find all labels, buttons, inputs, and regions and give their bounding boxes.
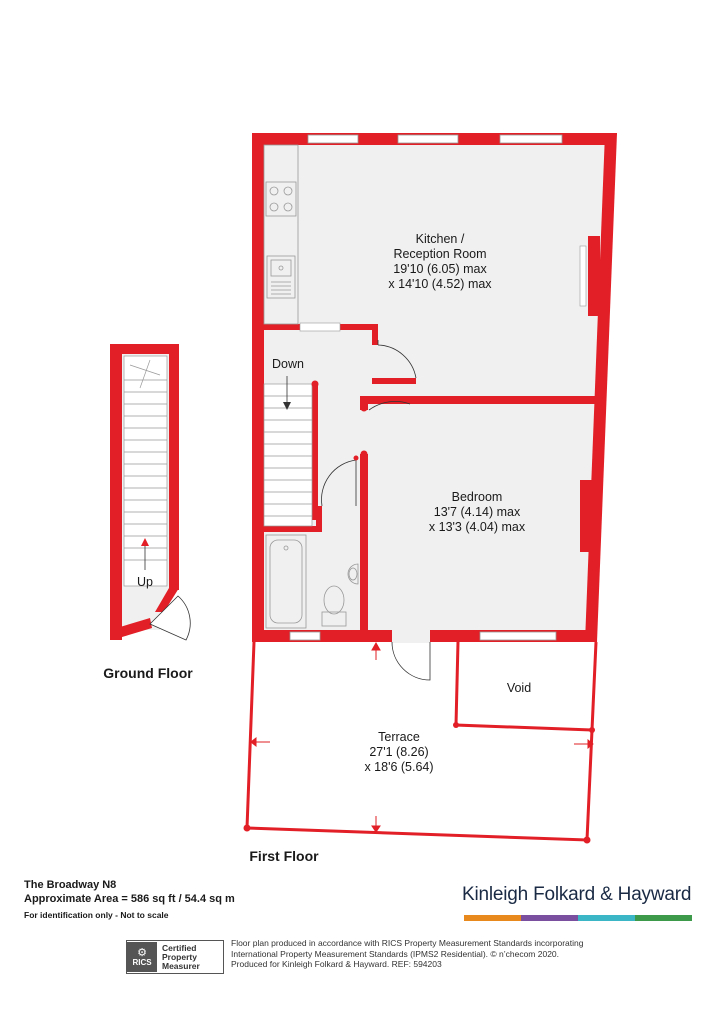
door-swing-bath <box>321 459 357 507</box>
terrace-dim-line1: 27'1 (8.26) <box>369 745 428 759</box>
rics-badge-text: RICS <box>132 957 152 967</box>
brand-bar-green <box>635 915 692 921</box>
ground-wall-south <box>110 618 152 640</box>
window-south-bath <box>289 631 321 641</box>
brand-bar-purple <box>521 915 578 921</box>
rics-text: Certified Property Measurer <box>157 942 200 971</box>
ground-floor-plan: Up Ground Floor <box>103 344 193 681</box>
rics-line2: Property <box>162 951 197 962</box>
door-kitchen-gap <box>299 322 341 332</box>
brand-bar-cyan <box>578 915 635 921</box>
kitchen-counter <box>263 144 299 325</box>
sink-icon <box>266 255 296 299</box>
stairs-up-label: Up <box>137 575 153 589</box>
east-window-bedroom <box>580 480 592 552</box>
bedroom-dim-line2: x 13'3 (4.04) max <box>429 520 526 534</box>
first-floor-area <box>258 139 611 637</box>
terrace-name: Terrace <box>378 730 420 744</box>
bathtub-icon <box>265 534 307 629</box>
wall-corners <box>311 380 368 461</box>
east-window-kitchen <box>588 236 600 316</box>
door-bedroom-gap <box>359 410 369 454</box>
ground-floor-label: Ground Floor <box>103 665 193 681</box>
void-label: Void <box>507 681 531 695</box>
disclaimer: Floor plan produced in accordance with R… <box>231 938 701 970</box>
property-info: The Broadway N8 Approximate Area = 586 s… <box>24 878 235 922</box>
terrace-dim-markers <box>250 641 594 833</box>
door-opening-south <box>392 629 430 643</box>
terrace-outline <box>245 641 598 842</box>
disclaimer-line1: Floor plan produced in accordance with R… <box>231 938 584 948</box>
property-address: The Broadway N8 <box>24 879 117 891</box>
east-window-kitchen-glass <box>579 245 587 307</box>
terrace-dim-line2: x 18'6 (5.64) <box>364 760 433 774</box>
window-north-2 <box>397 134 459 144</box>
window-south-bed <box>479 631 557 641</box>
rics-line3: Measurer <box>162 960 200 971</box>
wall-kitchen-south <box>360 396 597 404</box>
disclaimer-line3: Produced for Kinleigh Folkard & Hayward.… <box>231 959 442 969</box>
agent-brand-name: Kinleigh Folkard & Hayward <box>462 884 692 905</box>
outer-wall-west <box>252 133 264 642</box>
window-north-1 <box>307 134 359 144</box>
property-note: For identification only - Not to scale <box>24 910 169 920</box>
kitchen-name-line2: Reception Room <box>393 247 486 261</box>
property-area: Approximate Area = 586 sq ft / 54.4 sq m <box>24 893 235 905</box>
arrow-up-icon <box>141 538 149 570</box>
ground-wall-west <box>110 344 122 640</box>
wall-stair-east <box>312 384 318 520</box>
stairs-down-label: Down <box>272 357 304 371</box>
door-swing-bedroom <box>368 401 411 411</box>
kitchen-name-line1: Kitchen / <box>416 232 465 246</box>
washbasin-icon <box>347 563 359 585</box>
first-floor-plan: Down <box>243 133 617 864</box>
rics-badge: ⚙ RICS Certified Property Measurer <box>126 940 224 974</box>
kitchen-dim-line1: 19'10 (6.05) max <box>393 262 487 276</box>
wall-kitchen-door <box>372 324 378 345</box>
ground-wall-east <box>169 344 179 590</box>
window-north-3 <box>499 134 563 144</box>
hob-icon <box>265 181 297 217</box>
toilet-icon <box>321 585 347 627</box>
kitchen-dim-line2: x 14'10 (4.52) max <box>388 277 492 291</box>
agent-brand-bar <box>464 915 692 921</box>
arrow-down-icon <box>283 376 291 410</box>
bedroom-name: Bedroom <box>452 490 503 504</box>
wall-kitchen-door-2 <box>372 378 416 384</box>
door-swing-ground <box>149 595 191 641</box>
rics-logo-icon: ⚙ RICS <box>127 942 157 972</box>
stairs-up <box>123 355 168 587</box>
first-floor-label: First Floor <box>249 848 319 864</box>
terrace-corners <box>243 722 595 844</box>
ground-wall-north <box>110 344 179 354</box>
wall-bath-north <box>264 526 322 532</box>
door-swing-terrace <box>391 641 431 681</box>
outer-wall-east <box>585 133 617 642</box>
disclaimer-line2: International Property Measurement Stand… <box>231 948 560 959</box>
wall-bath-east <box>316 506 322 532</box>
door-swing-kitchen <box>377 344 417 379</box>
rics-line1: Certified <box>162 942 197 953</box>
ground-wall-east-angle <box>155 588 179 612</box>
brand-bar-orange <box>464 915 521 921</box>
bedroom-dim-line1: 13'7 (4.14) max <box>434 505 521 519</box>
